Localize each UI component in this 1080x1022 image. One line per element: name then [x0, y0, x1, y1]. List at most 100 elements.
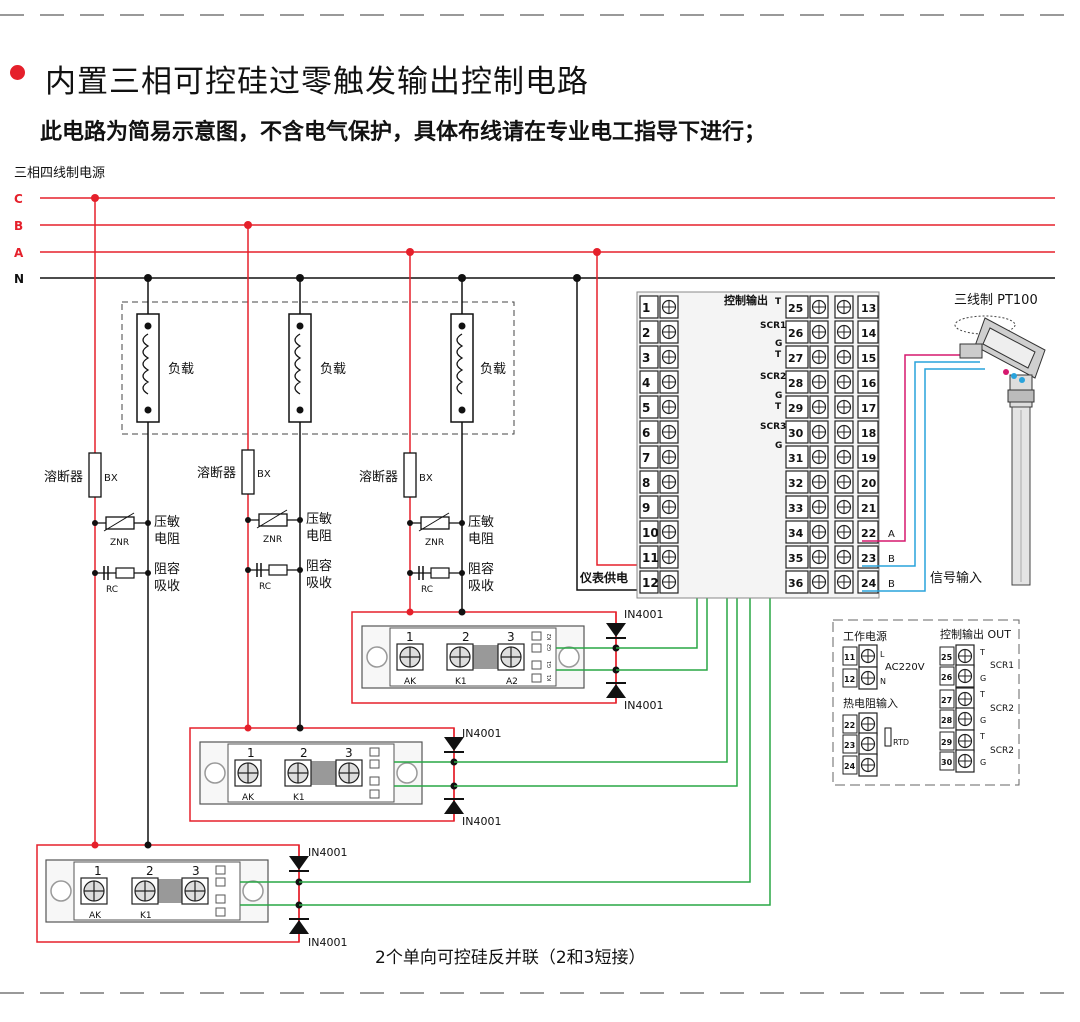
- meter-terminal-label: 30: [788, 427, 804, 440]
- svg-text:RC: RC: [259, 582, 271, 592]
- svg-text:阻容: 阻容: [468, 561, 494, 577]
- rc-1: [115, 567, 135, 579]
- svg-text:RC: RC: [421, 585, 433, 595]
- phase-label-n: N: [14, 272, 24, 286]
- svg-text:工作电源: 工作电源: [843, 629, 887, 643]
- svg-text:3: 3: [345, 746, 353, 760]
- svg-text:T: T: [775, 402, 782, 412]
- svg-text:信号输入: 信号输入: [930, 570, 982, 586]
- meter-terminal-label: 9: [642, 501, 650, 515]
- legend-terminal-label: 11: [844, 653, 856, 662]
- diode-label: IN4001: [624, 608, 663, 621]
- phase-label-a: A: [14, 246, 24, 260]
- meter-terminal-label: 33: [788, 502, 803, 515]
- svg-text:吸收: 吸收: [306, 576, 332, 591]
- svg-text:IN4001: IN4001: [462, 815, 501, 828]
- svg-text:1: 1: [94, 864, 102, 878]
- load-coil-3: [450, 313, 474, 423]
- svg-text:ZNR: ZNR: [263, 535, 282, 545]
- svg-text:压敏: 压敏: [306, 512, 332, 527]
- legend-terminal-label: 25: [941, 653, 953, 662]
- svg-text:RC: RC: [106, 585, 118, 595]
- svg-text:SCR1: SCR1: [760, 321, 786, 331]
- svg-text:AC220V: AC220V: [885, 662, 925, 673]
- meter-terminal-label: 3: [642, 351, 650, 365]
- meter-terminal-label: 36: [788, 577, 804, 590]
- svg-text:控制输出: 控制输出: [724, 293, 768, 307]
- legend-terminal-label: 23: [844, 741, 855, 750]
- svg-text:IN4001: IN4001: [308, 936, 347, 949]
- meter-terminal-label: 24: [861, 577, 877, 590]
- svg-text:压敏: 压敏: [468, 515, 494, 530]
- svg-text:SCR3: SCR3: [760, 422, 786, 432]
- meter-terminal-label: 8: [642, 476, 650, 490]
- legend-terminal-label: 30: [941, 758, 953, 767]
- meter-terminal-label: 1: [642, 301, 650, 315]
- svg-text:G1: G1: [547, 661, 553, 668]
- power-label: 三相四线制电源: [14, 166, 105, 181]
- svg-text:3: 3: [192, 864, 200, 878]
- svg-text:SCR2: SCR2: [990, 746, 1014, 756]
- legend-terminal-label: 29: [941, 738, 953, 747]
- svg-text:SCR2: SCR2: [760, 372, 786, 382]
- fuse-3: [403, 452, 417, 498]
- load-label-1: 负载: [168, 362, 194, 377]
- svg-text:RTD: RTD: [893, 738, 909, 747]
- meter-terminal-label: 17: [861, 402, 876, 415]
- wiring-legend: [832, 619, 1020, 786]
- svg-text:G: G: [775, 339, 782, 349]
- svg-text:T: T: [979, 732, 985, 741]
- svg-text:电阻: 电阻: [154, 532, 180, 547]
- meter-terminal-label: 6: [642, 426, 650, 440]
- svg-text:电阻: 电阻: [306, 529, 332, 544]
- legend-terminal-label: 27: [941, 696, 952, 705]
- svg-text:三线制 PT100: 三线制 PT100: [954, 293, 1038, 308]
- legend-terminal-label: 28: [941, 716, 953, 725]
- svg-text:T: T: [775, 297, 782, 307]
- title-bullet: [10, 65, 25, 80]
- meter-terminal-label: 14: [861, 327, 877, 340]
- svg-text:N: N: [880, 677, 886, 686]
- load-label-2: 负载: [320, 362, 346, 377]
- load-coil-2: [288, 313, 312, 423]
- svg-text:G: G: [775, 441, 782, 451]
- svg-text:L: L: [880, 650, 885, 659]
- svg-text:BX: BX: [257, 469, 271, 480]
- meter-terminal-label: 11: [642, 551, 659, 565]
- meter-terminal-label: 16: [861, 377, 877, 390]
- rc-3: [430, 567, 450, 579]
- svg-text:SCR2: SCR2: [990, 704, 1014, 714]
- svg-text:仪表供电: 仪表供电: [579, 570, 628, 585]
- svg-text:溶断器: 溶断器: [197, 466, 236, 481]
- svg-text:控制输出 OUT: 控制输出 OUT: [940, 627, 1011, 641]
- svg-text:IN4001: IN4001: [624, 699, 663, 712]
- meter-terminal-label: 5: [642, 401, 650, 415]
- svg-text:2: 2: [300, 746, 308, 760]
- meter-terminal-label: 4: [642, 376, 650, 390]
- svg-text:1: 1: [406, 630, 414, 644]
- svg-text:热电阻输入: 热电阻输入: [843, 696, 898, 710]
- fuse-1: [88, 452, 102, 498]
- svg-text:IN4001: IN4001: [462, 727, 501, 740]
- svg-text:K1: K1: [140, 911, 152, 921]
- meter-terminal-label: 20: [861, 477, 877, 490]
- meter-terminal-label: 26: [788, 327, 804, 340]
- svg-text:压敏: 压敏: [154, 515, 180, 530]
- svg-text:ZNR: ZNR: [425, 538, 444, 548]
- svg-text:2: 2: [146, 864, 154, 878]
- rc-2: [268, 564, 288, 576]
- meter-terminal-label: 25: [788, 302, 803, 315]
- svg-text:ZNR: ZNR: [110, 538, 129, 548]
- page-subtitle: 此电路为简易示意图，不含电气保护，具体布线请在专业电工指导下进行；: [40, 120, 767, 145]
- svg-text:3: 3: [507, 630, 515, 644]
- svg-text:A: A: [888, 529, 895, 540]
- meter-terminal-label: 18: [861, 427, 876, 440]
- svg-text:A2: A2: [506, 677, 518, 687]
- meter-terminal-label: 15: [861, 352, 876, 365]
- svg-text:2: 2: [462, 630, 470, 644]
- svg-text:BX: BX: [419, 473, 433, 484]
- meter-terminal-label: 28: [788, 377, 803, 390]
- load-coil-1: [136, 313, 160, 423]
- phase-label-b: B: [14, 219, 23, 233]
